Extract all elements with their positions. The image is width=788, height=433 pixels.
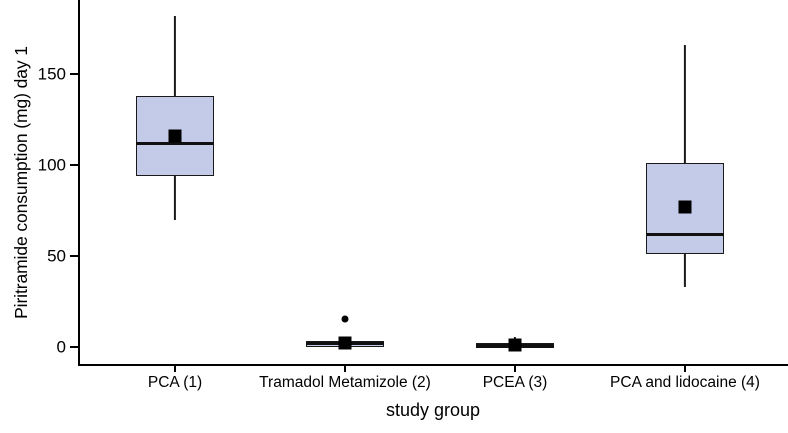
- x-axis-label: study group: [385, 400, 481, 420]
- y-tick: [70, 73, 78, 75]
- median-line: [136, 141, 214, 145]
- whisker-lower: [683, 254, 687, 287]
- x-tick-label: PCA and lidocaine (4): [610, 374, 760, 391]
- x-tick-label: Tramadol Metamizole (2): [259, 374, 431, 391]
- median-line: [646, 232, 724, 236]
- mean-marker: [338, 336, 352, 350]
- x-tick-label: PCEA (3): [482, 374, 548, 391]
- mean-marker: [168, 129, 182, 143]
- x-tick: [344, 365, 346, 372]
- y-tick-label: 100: [37, 155, 66, 175]
- y-tick: [70, 255, 78, 257]
- outlier-point: [341, 315, 349, 323]
- x-axis-line: [78, 364, 788, 366]
- whisker-upper: [173, 15, 177, 96]
- whisker-upper: [683, 44, 687, 164]
- x-tick: [514, 365, 516, 372]
- x-tick-label: PCA (1): [147, 374, 203, 391]
- y-tick-label: 0: [56, 337, 66, 357]
- y-tick-label: 150: [37, 64, 66, 84]
- y-tick: [70, 164, 78, 166]
- plot-area: [136, 15, 724, 352]
- x-tick: [684, 365, 686, 372]
- whisker-lower: [173, 175, 177, 220]
- y-tick: [70, 346, 78, 348]
- mean-marker: [678, 200, 692, 214]
- x-tick: [174, 365, 176, 372]
- y-axis-line: [78, 0, 80, 365]
- mean-marker: [508, 338, 522, 352]
- y-tick-label: 50: [47, 246, 66, 266]
